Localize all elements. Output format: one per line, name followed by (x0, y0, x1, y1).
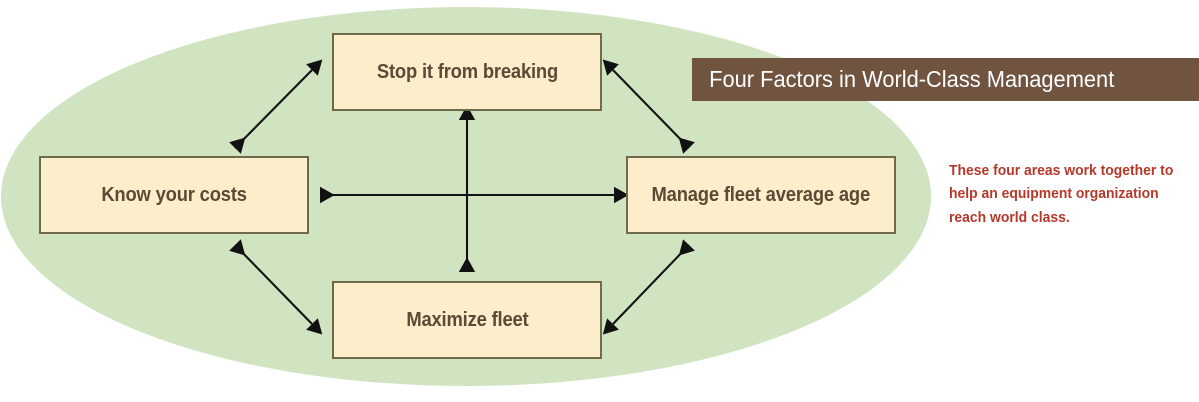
factor-box-maximize-fleet[interactable]: Maximize fleet (332, 281, 602, 359)
title-text: Four Factors in World-Class Management (709, 66, 1115, 92)
factor-box-know-your-costs[interactable]: Know your costs (39, 156, 309, 234)
arrow-top-left (229, 59, 323, 154)
caption-text: These four areas work together to help a… (949, 163, 1174, 226)
title-banner: Four Factors in World-Class Management (692, 58, 1199, 101)
arrow-top-right (602, 59, 695, 154)
factor-box-manage-fleet-average-age[interactable]: Manage fleet average age (626, 156, 896, 234)
factor-box-label: Stop it from breaking (376, 61, 558, 83)
factor-box-label: Know your costs (101, 184, 247, 206)
arrow-bottom-right (602, 239, 695, 335)
caption-block: These four areas work together to help a… (949, 160, 1197, 230)
factor-box-stop-it-from-breaking[interactable]: Stop it from breaking (332, 33, 602, 111)
arrow-bottom-left (229, 239, 323, 335)
factor-box-label: Maximize fleet (405, 309, 529, 331)
factor-box-label: Manage fleet average age (651, 184, 871, 206)
